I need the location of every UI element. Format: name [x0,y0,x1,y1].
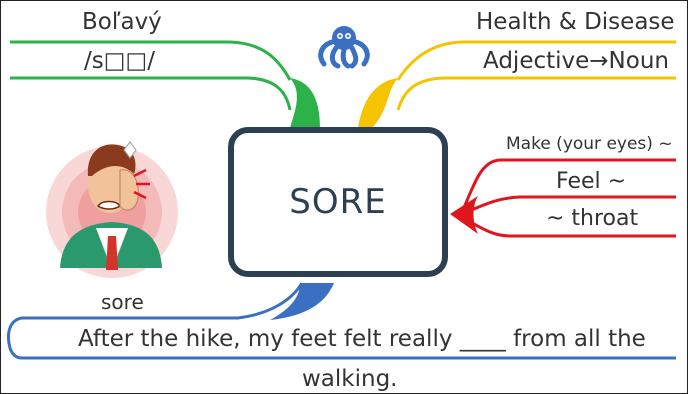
collocation-throat-text: ~ throat [546,206,639,231]
yellow-branch [358,40,676,128]
central-word-box: SORE [228,127,448,277]
example-sentence-line2: walking. [302,366,398,392]
category-text: Health & Disease [476,9,675,35]
translation-text: Boľavý [82,9,162,35]
pronunciation-text: /s□□/ [84,48,155,74]
image-label: sore [101,290,144,314]
collocation-feel-text: Feel ~ [556,169,627,194]
word-form-text: Adjective→Noun [483,48,669,74]
man-with-toothache-icon [46,141,178,278]
blue-branch [7,282,676,360]
octopus-logo-icon [318,26,370,69]
central-word: SORE [289,182,387,222]
red-branch [450,158,676,238]
green-branch [10,40,320,128]
collocation-make-text: Make (your eyes) ~ [506,134,673,154]
example-sentence-line1: After the hike, my feet felt really ____… [78,326,646,352]
